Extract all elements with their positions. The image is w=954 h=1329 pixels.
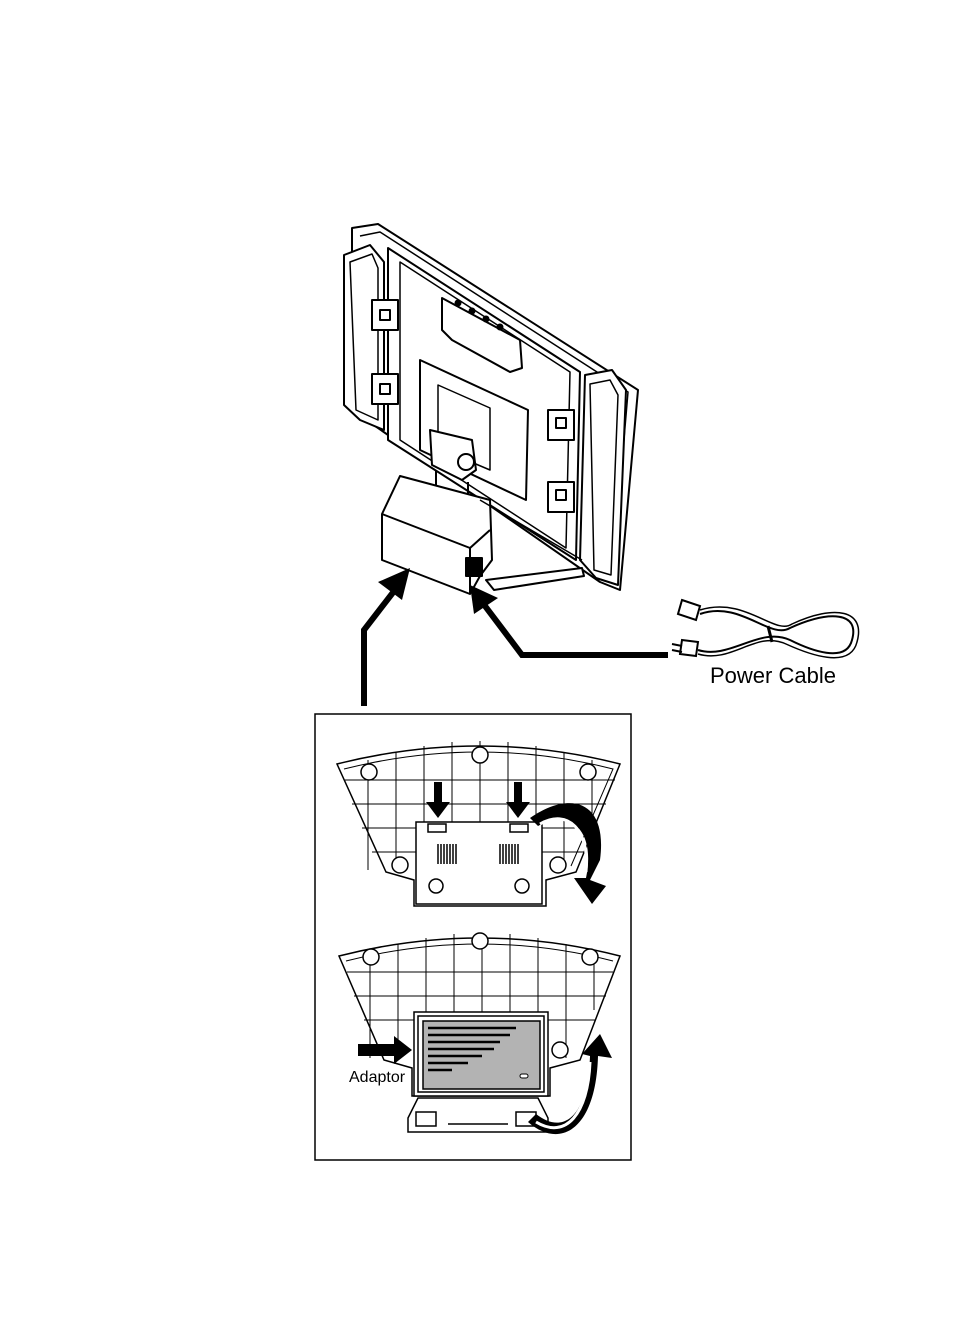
adaptor-icon <box>423 1021 540 1089</box>
power-cable-icon <box>672 600 859 658</box>
adaptor-label: Adaptor <box>349 1069 405 1087</box>
arrow-to-stand <box>364 568 410 706</box>
power-cable-label: Power Cable <box>710 663 836 689</box>
monitor-rear-illustration <box>344 224 638 594</box>
arrow-to-power-port <box>470 585 668 655</box>
